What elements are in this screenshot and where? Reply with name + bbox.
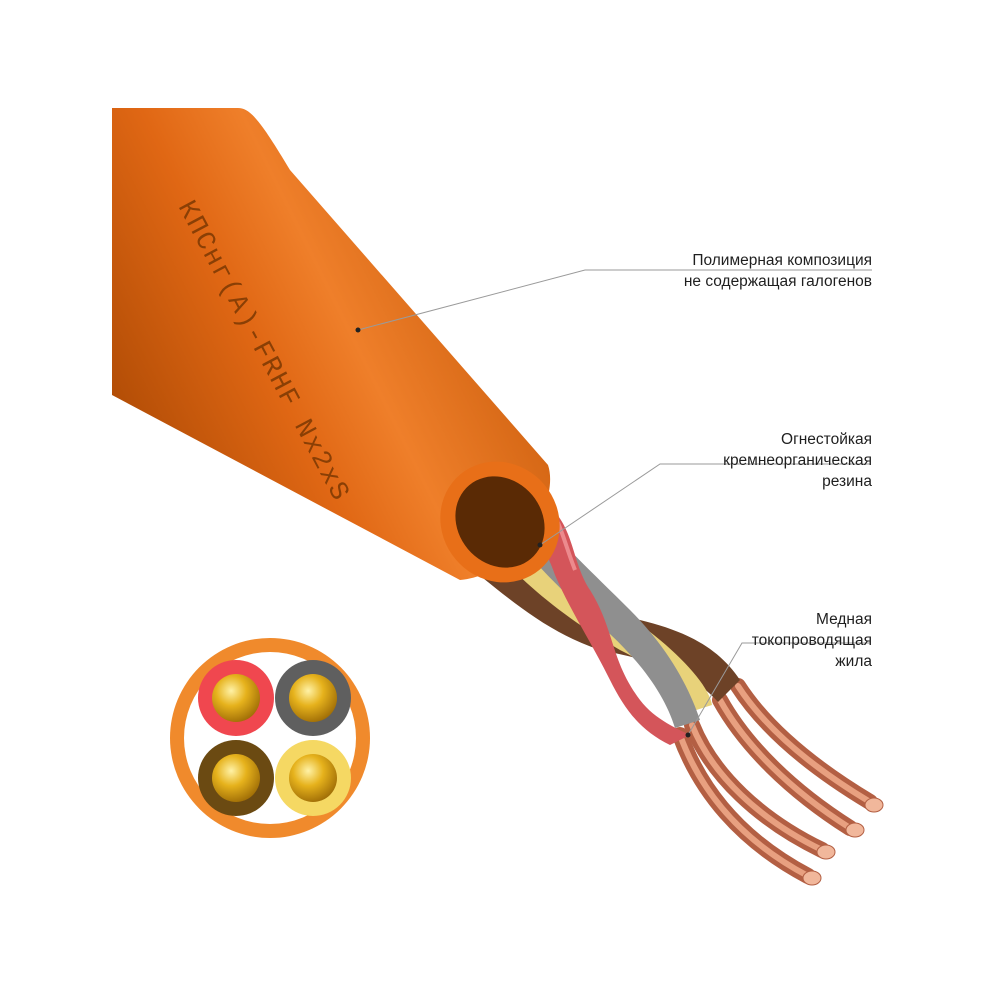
callout-leaders [355,269,872,738]
callout-line: не содержащая галогенов [683,273,872,290]
core-grey-section [275,660,351,736]
callout-sheath-material: Полимерная композиция не содержащая гало… [684,250,872,292]
callout-line: кремнеорганическая [723,452,872,469]
cable-sheath: КПСнг(А)-FRHF Nx2xS [112,108,560,583]
callout-conductor-material: Медная токопроводящая жила [752,609,872,672]
callout-line: резина [822,473,872,490]
copper-conductors [672,678,884,886]
core-brown-section [198,740,274,816]
callout-line: Полимерная композиция [692,252,872,269]
callout-line: Огнестойкая [781,431,872,448]
callout-line: токопроводящая [751,632,872,649]
callout-insulation-material: Огнестойкая кремнеорганическая резина [723,429,872,492]
core-yellow-section [275,740,351,816]
cable-cross-section [170,638,370,838]
callout-line: Медная [816,611,872,628]
callout-line: жила [835,653,872,670]
core-red-section [198,660,274,736]
